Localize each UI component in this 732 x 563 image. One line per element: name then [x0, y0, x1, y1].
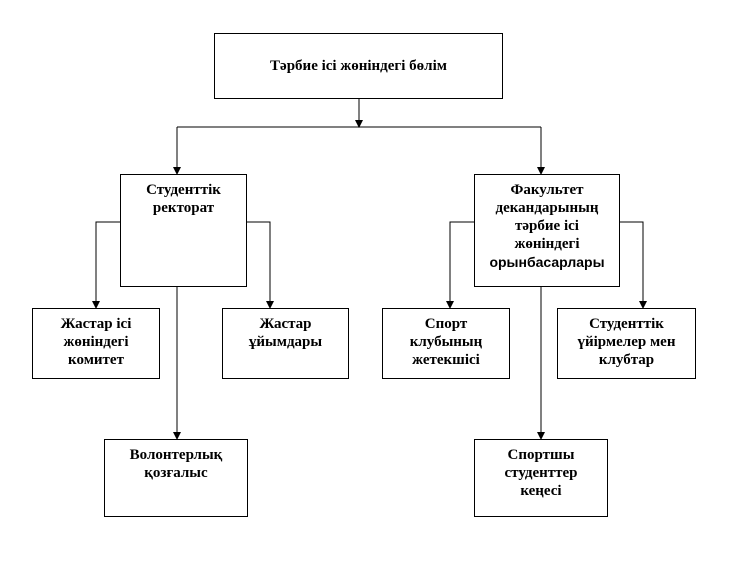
node-volunteer-line-1: Волонтерлық: [129, 447, 223, 463]
node-root-label: Тәрбие ісі жөніндегі бөлім: [270, 58, 447, 74]
node-athletes-council-line-1: Спортшы: [507, 447, 575, 463]
node-student-circles-line-3: клубтар: [598, 352, 655, 368]
node-athletes-council-line-2: студенттер: [504, 465, 578, 481]
node-sport-club-line-1: Спорт: [424, 316, 468, 332]
node-student-circles: Студенттік үйірмелер мен клубтар: [557, 308, 696, 379]
node-student-rectorate-line-2: ректорат: [152, 200, 215, 216]
node-dean-deputies-line-4: жөніндегі: [514, 236, 580, 252]
node-youth-orgs: Жастар ұйымдары: [222, 308, 349, 379]
node-student-circles-line-2: үйірмелер мен: [577, 334, 676, 350]
node-dean-deputies-line-5: орынбасарлары: [489, 254, 605, 270]
node-youth-orgs-line-1: Жастар: [259, 316, 312, 332]
node-youth-orgs-line-2: ұйымдары: [248, 334, 323, 350]
connector-to-youth-orgs: [247, 221, 274, 309]
node-youth-committee-line-1: Жастар ісі: [60, 316, 132, 332]
node-youth-committee-line-2: жөніндегі: [63, 334, 129, 350]
node-volunteer-line-2: қозғалыс: [144, 465, 208, 481]
node-volunteer: Волонтерлық қозғалыс: [104, 439, 248, 517]
node-sport-club-line-2: клубының: [409, 334, 483, 350]
node-student-rectorate-line-1: Студенттік: [146, 182, 221, 198]
node-sport-club-line-3: жетекшісі: [412, 352, 480, 368]
node-dean-deputies: Факультет декандарының тәрбие ісі жөнінд…: [474, 174, 620, 287]
node-dean-deputies-line-1: Факультет: [510, 182, 584, 198]
connector-to-circles: [620, 221, 647, 309]
node-root: Тәрбие ісі жөніндегі бөлім: [214, 33, 503, 99]
node-athletes-council-line-3: кеңесі: [520, 483, 562, 499]
node-student-circles-line-1: Студенттік: [589, 316, 664, 332]
node-sport-club: Спорт клубының жетекшісі: [382, 308, 510, 379]
connector-to-sport-club: [446, 221, 474, 309]
connector-to-youth-committee: [92, 221, 120, 309]
node-dean-deputies-line-2: декандарының: [495, 200, 599, 216]
node-athletes-council: Спортшы студенттер кеңесі: [474, 439, 608, 517]
node-youth-committee: Жастар ісі жөніндегі комитет: [32, 308, 160, 379]
node-student-rectorate: Студенттік ректорат: [120, 174, 247, 287]
node-youth-committee-line-3: комитет: [68, 352, 124, 368]
node-dean-deputies-line-3: тәрбие ісі: [515, 218, 579, 234]
